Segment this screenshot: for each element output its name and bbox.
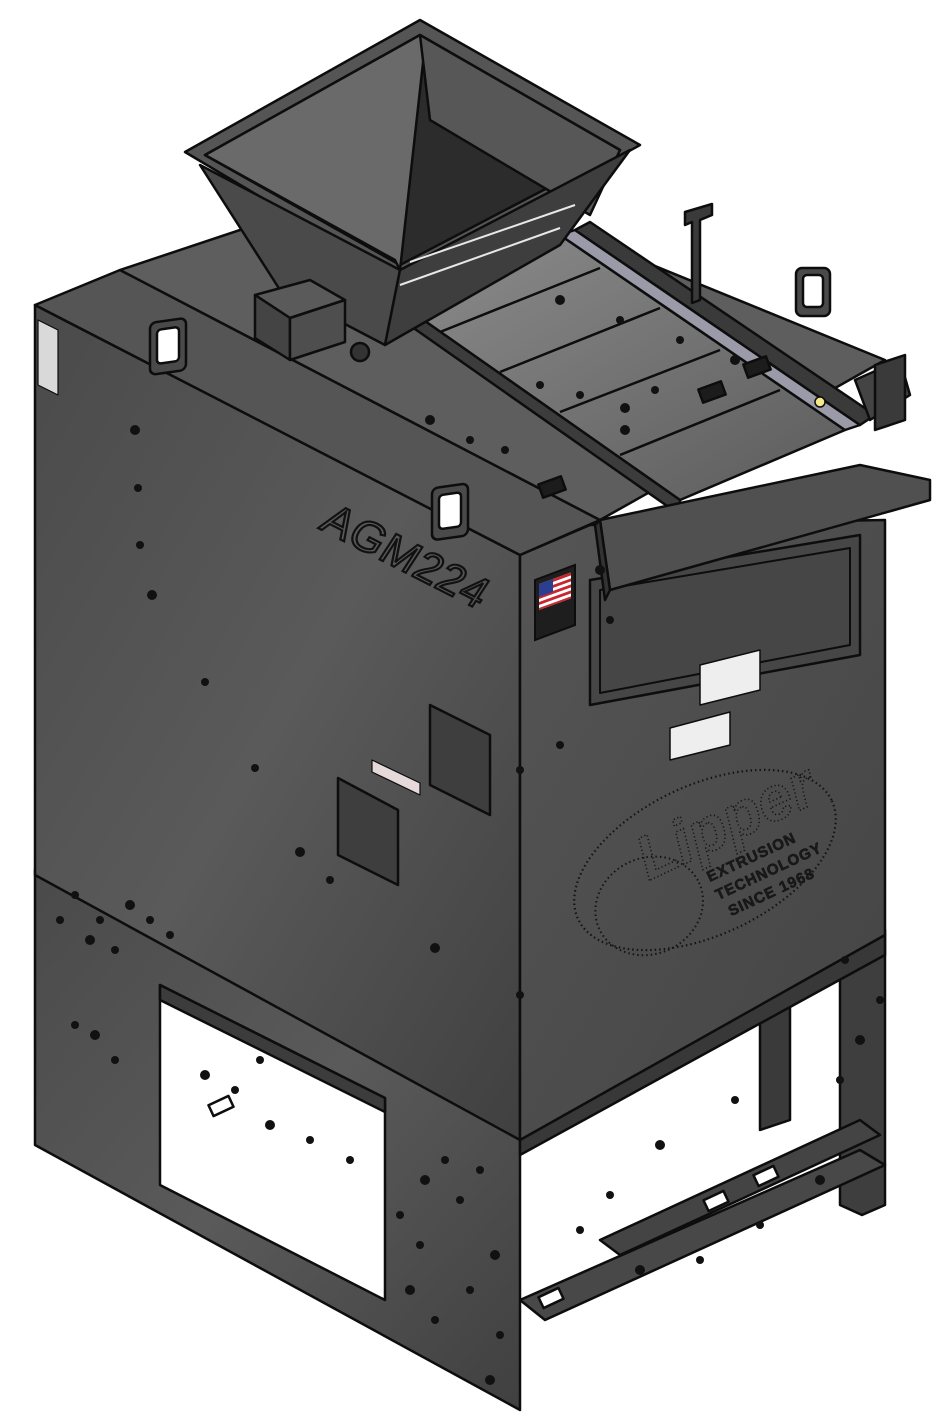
warning-sticker-small (371, 759, 421, 796)
bolt-hole (731, 1096, 739, 1104)
bolt-hole (655, 1140, 665, 1150)
bolt-hole (136, 541, 144, 549)
bolt-hole (125, 900, 135, 910)
bolt-hole (536, 381, 544, 389)
bolt-hole (516, 766, 524, 774)
bolt-hole (134, 484, 142, 492)
bolt-hole (466, 1286, 474, 1294)
bolt-hole (96, 916, 104, 924)
bolt-hole (556, 741, 564, 749)
bolt-hole (616, 316, 624, 324)
us-flag-decal (534, 563, 576, 642)
main-cabinet (33, 268, 887, 1142)
bolt-hole (496, 1331, 504, 1339)
bolt-hole (306, 1136, 314, 1144)
bolt-hole (326, 876, 334, 884)
bolt-hole (295, 847, 305, 857)
bolt-hole (620, 425, 630, 435)
bolt-hole (431, 1316, 439, 1324)
bolt-hole (576, 1226, 584, 1234)
bolt-hole (166, 931, 174, 939)
bolt-hole (651, 386, 659, 394)
bolt-hole (485, 1375, 495, 1385)
bolt-holes (56, 295, 884, 1385)
bolt-hole (606, 616, 614, 624)
bolt-hole (90, 1030, 100, 1040)
bolt-hole (516, 991, 524, 999)
bolt-hole (130, 425, 140, 435)
bolt-hole (256, 1056, 264, 1064)
bolt-hole (420, 1175, 430, 1185)
bolt-hole (265, 1120, 275, 1130)
bolt-hole (576, 391, 584, 399)
bolt-hole (111, 946, 119, 954)
bolt-hole (756, 1221, 764, 1229)
bolt-hole (696, 1256, 704, 1264)
bolt-hole (201, 678, 209, 686)
bolt-hole (396, 1211, 404, 1219)
bolt-hole (620, 403, 630, 413)
safety-label-1 (699, 649, 761, 706)
mounting-plate-1 (428, 703, 492, 817)
bolt-hole (71, 891, 79, 899)
bolt-hole (476, 1166, 484, 1174)
bolt-hole (841, 956, 849, 964)
mounting-plate-2 (336, 776, 400, 887)
bolt-hole (146, 916, 154, 924)
bolt-hole (430, 943, 440, 953)
bolt-hole (606, 1191, 614, 1199)
bolt-hole (676, 336, 684, 344)
bolt-hole (405, 1285, 415, 1295)
bolt-hole (855, 1035, 865, 1045)
bolt-hole (85, 935, 95, 945)
bolt-hole (441, 1156, 449, 1164)
bolt-hole (416, 1241, 424, 1249)
bolt-hole (466, 436, 474, 444)
bolt-hole (71, 1021, 79, 1029)
bolt-hole (555, 295, 565, 305)
company-logo: Lipper EXTRUSION TECHNOLOGY SINCE 1968 (573, 749, 837, 957)
bolt-hole (56, 916, 64, 924)
bolt-hole (456, 1196, 464, 1204)
bolt-hole (501, 446, 509, 454)
bolt-hole (595, 565, 605, 575)
bolt-hole (635, 1265, 645, 1275)
bolt-hole (815, 1175, 825, 1185)
safety-label-2 (669, 711, 731, 761)
bolt-hole (730, 355, 740, 365)
left-side-label-strip (37, 319, 59, 396)
bolt-hole (231, 1086, 239, 1094)
bolt-hole (836, 1076, 844, 1084)
bolt-hole (200, 1070, 210, 1080)
bolt-hole (490, 1250, 500, 1260)
bolt-hole (876, 996, 884, 1004)
output-chute (593, 353, 932, 602)
bolt-hole (251, 764, 259, 772)
bolt-hole (425, 415, 435, 425)
hopper (183, 18, 642, 363)
bolt-hole (346, 1156, 354, 1164)
bolt-hole (147, 590, 157, 600)
bolt-hole (111, 1056, 119, 1064)
lifting-handles (148, 202, 832, 541)
